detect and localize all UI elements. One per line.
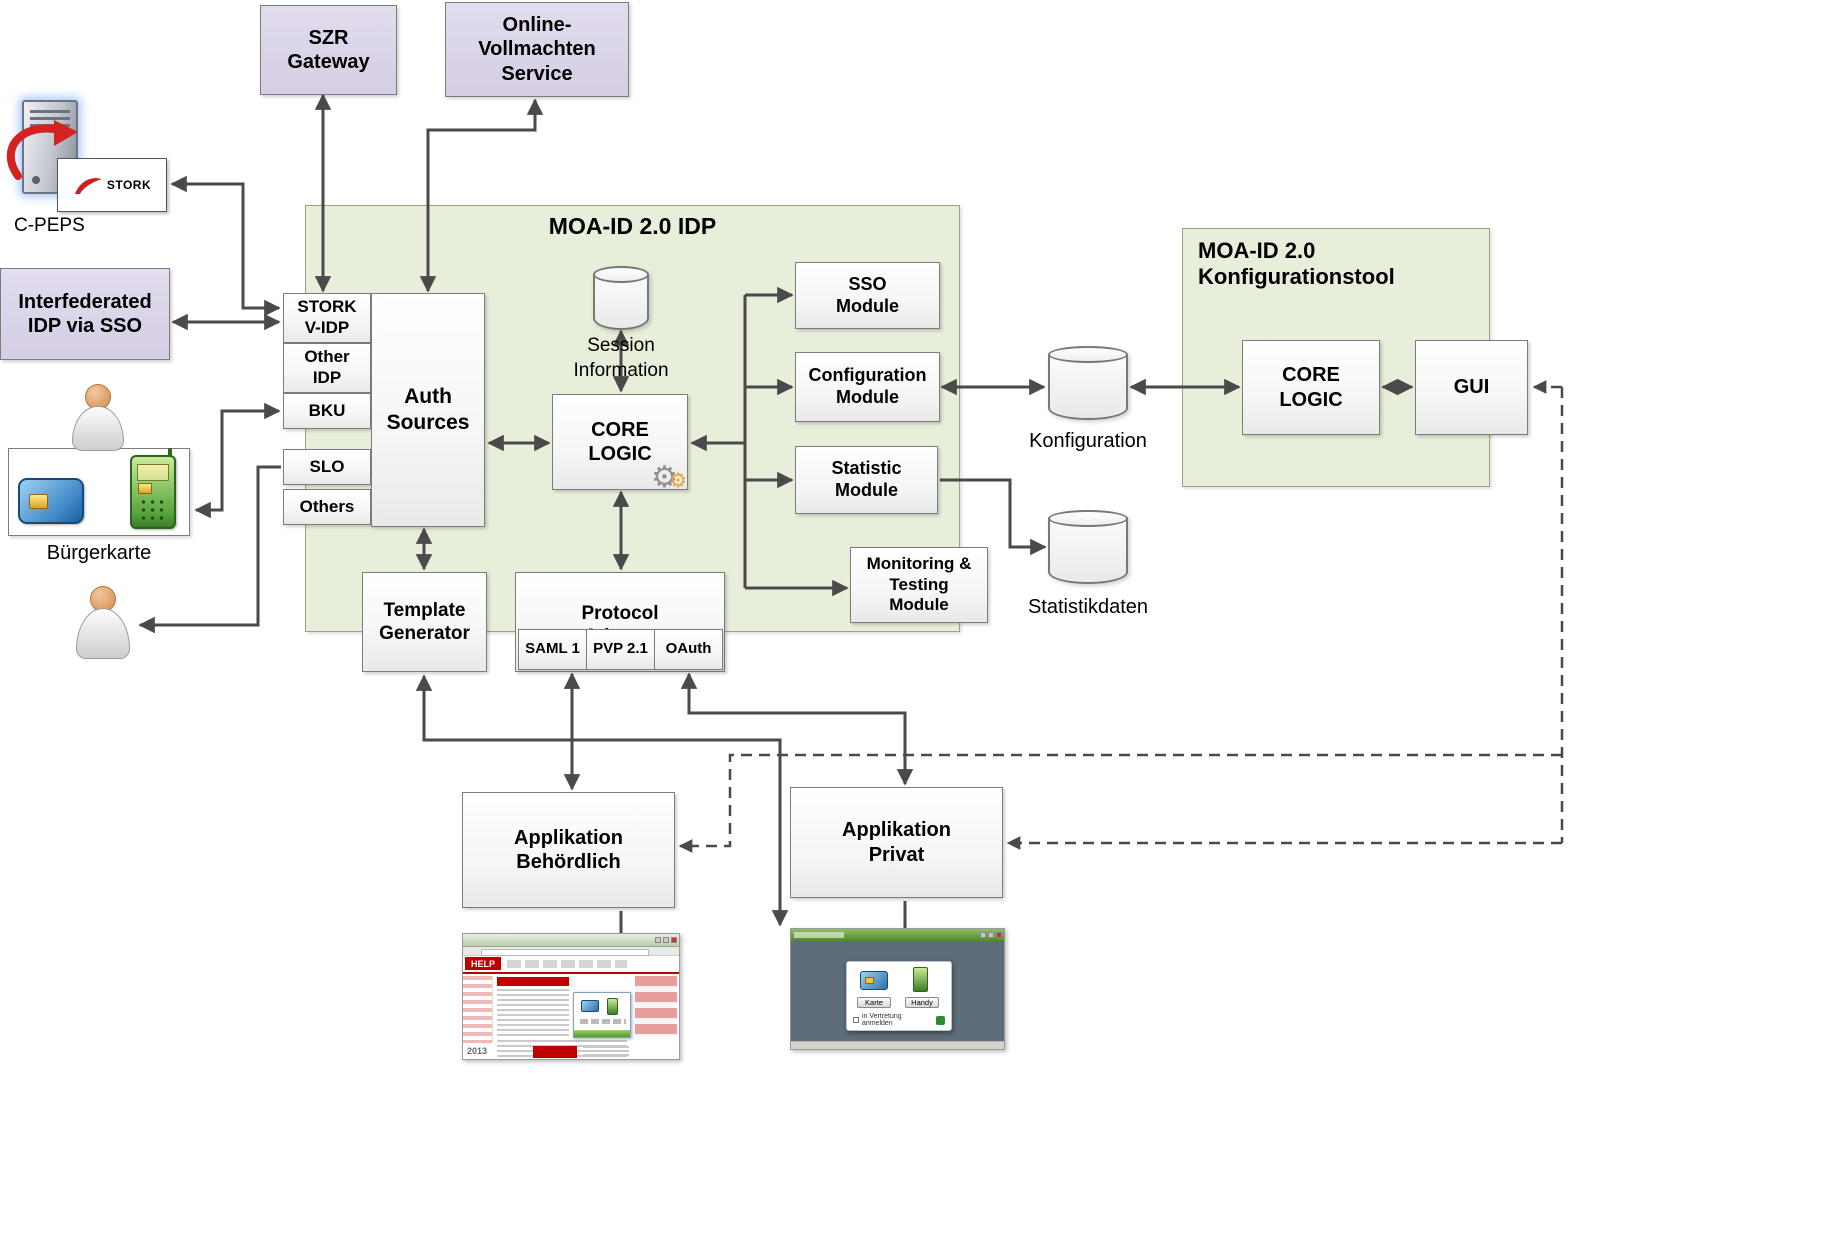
bku-selection-dialog: Karte Handy in Vertretung anmelden bbox=[846, 961, 952, 1031]
stack-others: Others bbox=[283, 489, 371, 525]
mobile-icon bbox=[913, 967, 928, 992]
statistic-module-box: Statistic Module bbox=[795, 446, 938, 514]
help-year: 2013 bbox=[467, 1046, 488, 1056]
applikation-privat-box: Applikation Privat bbox=[790, 787, 1003, 898]
stack-other-idp: Other IDP bbox=[283, 343, 371, 393]
login-bar bbox=[574, 1030, 630, 1037]
card-icon bbox=[860, 971, 888, 990]
idp-core-logic-box: CORE LOGIC ⚙⚙ bbox=[552, 394, 688, 495]
konfiguration-db-icon bbox=[1048, 346, 1128, 420]
online-vollmachten-box: Online- Vollmachten Service bbox=[445, 2, 629, 97]
mobile-icon bbox=[607, 998, 618, 1015]
help-footer-block bbox=[533, 1046, 577, 1058]
arrow-buergerkarte-bku bbox=[194, 402, 281, 519]
szr-gateway-box: SZR Gateway bbox=[260, 5, 397, 95]
card-icon bbox=[18, 478, 84, 524]
statistikdaten-label: Statistikdaten bbox=[1027, 596, 1149, 618]
idp-core-logic-label: CORE LOGIC bbox=[588, 418, 652, 465]
vertretung-label: in Vertretung anmelden bbox=[861, 1013, 902, 1027]
help-page: HELP 2013 bbox=[463, 956, 679, 1059]
interfederated-idp-box: Interfederated IDP via SSO bbox=[0, 268, 170, 360]
vertretung-checkbox-row: in Vertretung anmelden bbox=[853, 1013, 946, 1027]
help-right-column bbox=[635, 976, 677, 1036]
person-body bbox=[72, 406, 124, 451]
bku-window-content: Karte Handy in Vertretung anmelden bbox=[791, 941, 1004, 1041]
help-headline-bar bbox=[497, 977, 569, 986]
green-badge-icon bbox=[936, 1015, 946, 1025]
window-titlebar bbox=[791, 929, 1004, 941]
statistikdaten-db-icon bbox=[1048, 510, 1128, 584]
applikation-behoerdlich-box: Applikation Behördlich bbox=[462, 792, 675, 908]
red-rule bbox=[463, 972, 679, 974]
browser-titlebar bbox=[463, 934, 679, 947]
help-left-nav bbox=[463, 976, 493, 1043]
stack-bku: BKU bbox=[283, 393, 371, 429]
protocol-adapter-box: Protocol Adapter SAML 1 PVP 2.1 OAuth bbox=[515, 572, 725, 672]
help-text-column bbox=[497, 989, 569, 1037]
stack-stork-vidp: STORK V-IDP bbox=[283, 293, 371, 343]
stork-logo-box: STORK bbox=[57, 158, 167, 212]
stork-label: STORK bbox=[106, 178, 152, 192]
protocol-saml1-box: SAML 1 bbox=[518, 629, 587, 670]
tool-core-logic-box: CORE LOGIC bbox=[1242, 340, 1380, 435]
konfiguration-label: Konfiguration bbox=[1029, 430, 1147, 452]
help-logo: HELP bbox=[465, 957, 501, 970]
cpeps-label: C-PEPS bbox=[14, 215, 85, 236]
arrow-cpeps-stork-vidp bbox=[170, 175, 281, 317]
stork-swirl-icon bbox=[6, 120, 78, 180]
citizen-icon-2 bbox=[76, 586, 130, 660]
session-label: Session Information bbox=[573, 335, 669, 381]
citizen-icon bbox=[72, 384, 124, 452]
gui-box: GUI bbox=[1415, 340, 1528, 435]
person-head bbox=[85, 384, 111, 410]
masthead-lines bbox=[507, 960, 627, 968]
buergerkarte-label: Bürgerkarte bbox=[46, 542, 152, 564]
monitoring-module-box: Monitoring & Testing Module bbox=[850, 547, 988, 623]
help-footer-lines bbox=[583, 1046, 629, 1058]
protocol-pvp21-box: PVP 2.1 bbox=[586, 629, 655, 670]
browser-addressbar bbox=[463, 947, 679, 956]
bku-screenshot-thumbnail: Karte Handy in Vertretung anmelden bbox=[790, 928, 1005, 1050]
window-statusbar bbox=[791, 1041, 1004, 1049]
help-screenshot-thumbnail: HELP 2013 bbox=[462, 933, 680, 1060]
card-icon bbox=[581, 1000, 599, 1012]
gears-icon: ⚙⚙ bbox=[651, 460, 687, 495]
protocol-oauth-box: OAuth bbox=[654, 629, 723, 670]
mobile-phone-icon bbox=[130, 448, 176, 529]
window-buttons-icon bbox=[980, 932, 1002, 938]
idp-title: MOA-ID 2.0 IDP bbox=[548, 213, 717, 239]
embedded-bku-dialog bbox=[573, 992, 631, 1038]
konfigurationstool-title: MOA-ID 2.0 Konfigurationstool bbox=[1198, 238, 1395, 290]
auth-sources-box: Auth Sources bbox=[371, 293, 485, 527]
template-generator-box: Template Generator bbox=[362, 572, 487, 672]
person-body bbox=[76, 608, 130, 659]
checkbox-icon bbox=[853, 1017, 859, 1023]
session-db-icon bbox=[593, 266, 649, 330]
handy-button: Handy bbox=[905, 997, 939, 1008]
stork-plume-icon bbox=[74, 178, 102, 194]
window-buttons-icon bbox=[655, 937, 677, 943]
karte-button: Karte bbox=[857, 997, 891, 1008]
sso-module-box: SSO Module bbox=[795, 262, 940, 329]
stack-slo: SLO bbox=[283, 449, 371, 485]
configuration-module-box: Configuration Module bbox=[795, 352, 940, 422]
